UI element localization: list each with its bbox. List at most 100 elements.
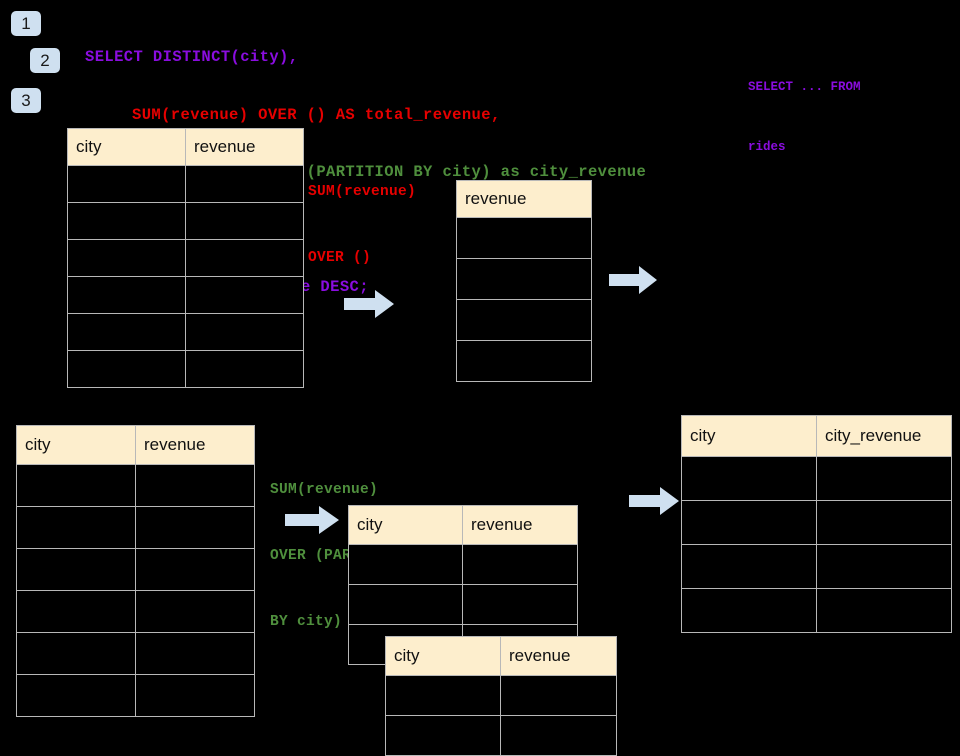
cell-city	[67, 165, 186, 203]
table-row	[67, 350, 304, 388]
table-row	[16, 632, 255, 675]
cell-city	[385, 675, 501, 716]
partition-group-table-b: city revenue	[385, 636, 617, 756]
column-header-revenue: revenue	[135, 425, 255, 465]
table-row	[67, 239, 304, 277]
cell-revenue	[185, 202, 304, 240]
table-row	[385, 715, 617, 756]
cell-city	[348, 544, 463, 585]
cell-city	[681, 500, 817, 545]
final-result-table: city city_revenue	[681, 415, 952, 633]
table-row	[16, 548, 255, 591]
diagram-canvas: 1 2 3 SELECT DISTINCT(city), SUM(revenue…	[11, 11, 952, 756]
cell-city	[16, 590, 136, 633]
cell-revenue	[185, 350, 304, 388]
cell-city	[16, 674, 136, 717]
cell-city	[16, 506, 136, 549]
cell-city	[67, 202, 186, 240]
annotation-city-revenue-line-3: BY city)	[270, 614, 343, 630]
table-header-row: revenue	[456, 180, 592, 218]
cell-revenue	[462, 584, 578, 625]
cell-city	[385, 715, 501, 756]
cell-city-revenue	[816, 588, 952, 633]
annotation-total-revenue-line-2: OVER ()	[308, 250, 372, 266]
cell-revenue	[456, 340, 592, 382]
annotation-total-revenue-line-1: SUM(revenue)	[308, 184, 417, 200]
cell-city	[67, 313, 186, 351]
cell-revenue	[185, 313, 304, 351]
cell-city	[67, 239, 186, 277]
table-row	[385, 675, 617, 716]
side-note-select-from: SELECT ... FROM rides	[748, 37, 861, 197]
cell-revenue	[500, 675, 617, 716]
rides-source-table-lower: city revenue	[16, 425, 255, 717]
table-row	[348, 584, 578, 625]
table-header-row: city revenue	[16, 425, 255, 465]
column-header-revenue: revenue	[500, 636, 617, 676]
cell-city-revenue	[816, 500, 952, 545]
table-row	[67, 313, 304, 351]
table-header-row: city city_revenue	[681, 415, 952, 457]
table-row	[681, 456, 952, 501]
sql-line-total-revenue: SUM(revenue) OVER () AS total_revenue,	[132, 105, 501, 124]
cell-revenue	[456, 258, 592, 300]
table-row	[681, 588, 952, 633]
table-row	[16, 464, 255, 507]
column-header-city: city	[16, 425, 136, 465]
cell-revenue	[185, 165, 304, 203]
table-row	[67, 165, 304, 203]
arrow-rides-to-total-icon	[344, 290, 394, 318]
cell-revenue	[456, 299, 592, 341]
column-header-city: city	[67, 128, 186, 166]
column-header-revenue: revenue	[456, 180, 592, 218]
table-row	[16, 674, 255, 717]
table-row	[67, 276, 304, 314]
cell-revenue	[500, 715, 617, 756]
table-row	[681, 544, 952, 589]
cell-revenue	[135, 506, 255, 549]
table-header-row: city revenue	[348, 505, 578, 545]
cell-city	[681, 456, 817, 501]
sql-line-select: SELECT DISTINCT(city),	[85, 48, 299, 66]
step-badge-3: 3	[11, 88, 41, 113]
cell-revenue	[135, 590, 255, 633]
step-badge-2: 2	[30, 48, 60, 73]
step-badge-1: 1	[11, 11, 41, 36]
side-note-line-1: SELECT ... FROM	[748, 80, 861, 94]
arrow-partition-to-result-icon	[629, 487, 679, 515]
side-note-line-2: rides	[748, 140, 786, 154]
column-header-city: city	[385, 636, 501, 676]
table-row	[681, 500, 952, 545]
total-revenue-table: revenue	[456, 180, 592, 382]
cell-revenue	[135, 674, 255, 717]
table-row	[456, 217, 592, 259]
column-header-revenue: revenue	[185, 128, 304, 166]
annotation-city-revenue-line-1: SUM(revenue)	[270, 482, 379, 498]
table-row	[456, 258, 592, 300]
column-header-city: city	[348, 505, 463, 545]
table-row	[456, 299, 592, 341]
cell-city	[348, 584, 463, 625]
cell-city	[16, 464, 136, 507]
table-header-row: city revenue	[67, 128, 304, 166]
table-row	[67, 202, 304, 240]
column-header-revenue: revenue	[462, 505, 578, 545]
arrow-rides-to-partition-icon	[285, 506, 339, 534]
column-header-city-revenue: city_revenue	[816, 415, 952, 457]
cell-revenue	[185, 276, 304, 314]
table-row	[16, 590, 255, 633]
arrow-total-to-result-icon	[609, 266, 657, 294]
cell-revenue	[456, 217, 592, 259]
table-row	[16, 506, 255, 549]
cell-revenue	[135, 548, 255, 591]
cell-city	[16, 548, 136, 591]
table-header-row: city revenue	[385, 636, 617, 676]
rides-source-table: city revenue	[67, 128, 304, 388]
table-row	[456, 340, 592, 382]
cell-city	[681, 544, 817, 589]
cell-city	[681, 588, 817, 633]
annotation-total-revenue: SUM(revenue) OVER ()	[308, 137, 416, 313]
cell-city	[67, 276, 186, 314]
cell-city	[16, 632, 136, 675]
cell-revenue	[135, 632, 255, 675]
